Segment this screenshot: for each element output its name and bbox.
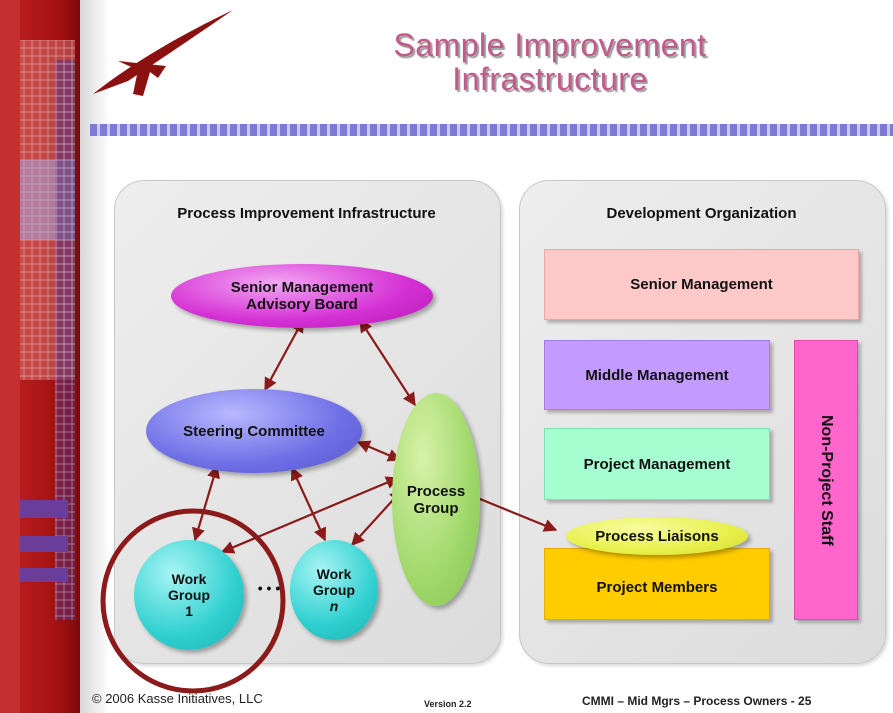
- process-group-line-2: Group: [413, 499, 459, 517]
- process-group-node: Process Group: [392, 393, 480, 606]
- senior-management-advisory-board-node: Senior Management Advisory Board: [171, 264, 433, 328]
- steering-committee-node: Steering Committee: [146, 389, 362, 473]
- work-group-ellipsis: • • •: [257, 580, 281, 596]
- title-line-1: Sample Improvement: [393, 27, 707, 63]
- footer-version: Version 2.2: [424, 699, 472, 709]
- senior-management-box: Senior Management: [544, 249, 859, 320]
- arrow-steering-process: [356, 440, 402, 462]
- advisory-board-line-2: Advisory Board: [246, 296, 358, 313]
- process-liaisons-node: Process Liaisons: [566, 517, 748, 555]
- arrow-steering-wgn: [290, 466, 327, 542]
- title-separator: [90, 124, 893, 136]
- non-project-staff-label: Non-Project Staff: [818, 414, 835, 546]
- right-panel-title: Development Organization: [606, 205, 797, 222]
- work-group-n-line-2: Group: [313, 582, 355, 598]
- project-management-box: Project Management: [544, 428, 770, 500]
- work-group-1-line-3: 1: [185, 603, 193, 619]
- process-group-line-1: Process: [406, 482, 466, 500]
- footer-page-label: CMMI – Mid Mgrs – Process Owners - 25: [582, 694, 812, 708]
- non-project-staff-box: Non-Project Staff: [794, 340, 858, 620]
- arrow-steering-wg1: [192, 464, 220, 542]
- work-group-n-line-1: Work: [316, 566, 352, 582]
- title-line-2: Infrastructure: [452, 61, 648, 97]
- work-group-n-line-3: n: [329, 598, 339, 614]
- work-group-1-line-1: Work: [171, 571, 207, 587]
- page-title: Sample Improvement Infrastructure: [300, 28, 800, 96]
- work-group-1-line-2: Group: [168, 587, 210, 603]
- left-panel-title: Process Improvement Infrastructure: [177, 205, 436, 222]
- arrow-board-process: [359, 318, 416, 407]
- highlight-circle: [100, 508, 286, 694]
- logo-swoosh-icon: [93, 10, 233, 96]
- middle-management-box: Middle Management: [544, 340, 770, 410]
- advisory-board-line-1: Senior Management: [230, 279, 374, 296]
- steering-committee-label: Steering Committee: [183, 422, 325, 440]
- work-group-1-node: Work Group 1: [134, 540, 244, 650]
- decorative-sidebar: [0, 0, 110, 713]
- work-group-n-node: Work Group n: [290, 540, 378, 640]
- arrow-board-steering: [264, 318, 304, 392]
- project-members-box: Project Members: [544, 548, 770, 620]
- footer-copyright: © 2006 Kasse Initiatives, LLC: [92, 691, 263, 706]
- arrow-process-wg1: [220, 476, 400, 554]
